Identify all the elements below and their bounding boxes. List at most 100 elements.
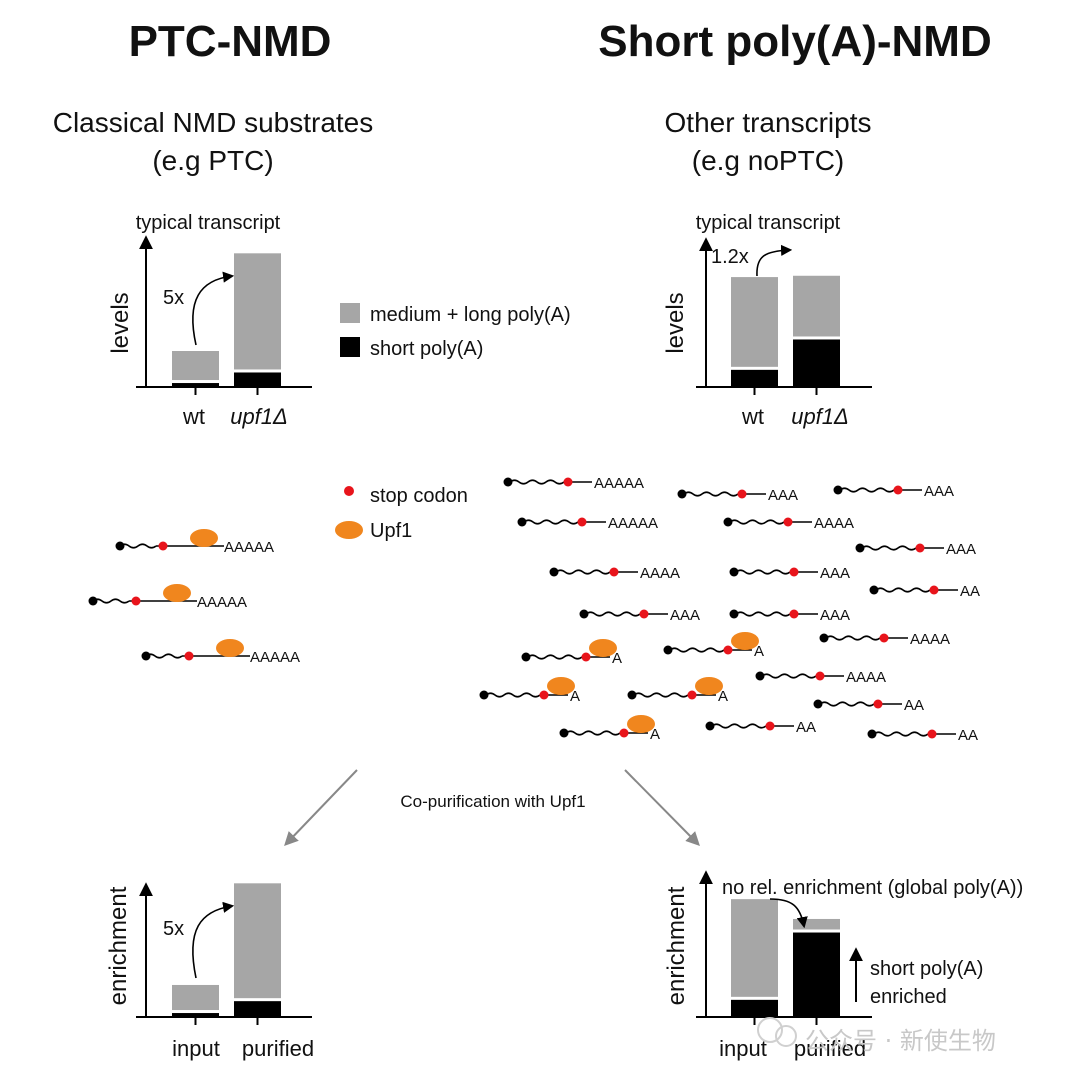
- cap-icon: [627, 690, 637, 700]
- typical-transcript-left: typical transcript: [136, 212, 281, 234]
- legend-upf1: Upf1: [370, 520, 412, 542]
- cap-icon: [115, 541, 125, 551]
- stop-codon-icon: [687, 690, 697, 700]
- cap-icon: [869, 585, 879, 595]
- cap-icon: [755, 671, 765, 681]
- poly-a-tail: AAAA: [640, 565, 680, 582]
- upf1-icon: [216, 639, 244, 657]
- copurification-label: Co-purification with Upf1: [400, 792, 585, 811]
- stop-codon-icon: [873, 699, 883, 709]
- stop-codon-icon: [609, 567, 619, 577]
- bar-short-input: [731, 999, 778, 1017]
- mrna-molecule: AA: [813, 697, 924, 714]
- chart-nopt-levels: [696, 237, 872, 395]
- stop-codon-icon: [783, 517, 793, 527]
- chart-nopt-enrichment: [696, 870, 872, 1025]
- bar-long-input: [172, 984, 219, 1011]
- cap-icon: [517, 517, 527, 527]
- bar-long-wt: [172, 351, 219, 381]
- mrna-molecule: A: [627, 677, 728, 705]
- mrna-molecule: AAAAA: [115, 529, 274, 556]
- stop-codon-icon: [581, 652, 591, 662]
- cap-icon: [521, 652, 531, 662]
- cap-icon: [579, 609, 589, 619]
- fold-right: 1.2x: [711, 246, 749, 268]
- fold-left: 5x: [163, 287, 184, 309]
- bar-short-wt: [172, 383, 219, 387]
- cap-icon: [729, 567, 739, 577]
- stop-codon-icon: [929, 585, 939, 595]
- mrna-group-left: AAAAA AAAAA AAAAA: [88, 529, 300, 666]
- bar-long-input: [731, 899, 778, 997]
- upf1-icon: [731, 632, 759, 650]
- bar-long-wt: [731, 277, 778, 367]
- mrna-molecule: A: [479, 677, 580, 705]
- bar-short-purified: [234, 1001, 281, 1017]
- legend-swatch-medium-long: [340, 303, 360, 323]
- subtitle-left-2: (e.g PTC): [152, 145, 273, 176]
- upf1-icon: [547, 677, 575, 695]
- legend-swatch-short: [340, 337, 360, 357]
- cap-icon: [559, 728, 569, 738]
- stop-codon-icon: [344, 486, 354, 496]
- bar-long-purified: [793, 918, 840, 930]
- stop-codon-icon: [619, 728, 629, 738]
- cap-icon: [663, 645, 673, 655]
- subtitle-right-1: Other transcripts: [665, 107, 872, 138]
- fold-enrich: 5x: [163, 918, 184, 940]
- ylabel-levels-left: levels: [107, 292, 134, 353]
- title-left: PTC-NMD: [129, 17, 332, 66]
- tick-purified-right: purified: [794, 1036, 866, 1061]
- upf1-icon: [163, 584, 191, 602]
- tick-upf1-left: upf1Δ: [230, 404, 288, 429]
- poly-a-tail: AAA: [820, 565, 850, 582]
- chart-ptc-enrichment: [136, 882, 312, 1025]
- cap-icon: [813, 699, 823, 709]
- cap-icon: [141, 651, 151, 661]
- stop-codon-icon: [737, 489, 747, 499]
- mrna-molecule: AAA: [677, 487, 798, 504]
- poly-a-tail: AA: [958, 727, 978, 744]
- mrna-molecule: AAAAA: [88, 584, 247, 611]
- stop-codon-icon: [789, 609, 799, 619]
- cap-icon: [705, 721, 715, 731]
- bar-long-upf1Δ: [234, 253, 281, 370]
- mrna-molecule: AAA: [579, 607, 700, 624]
- stop-codon-icon: [915, 543, 925, 553]
- stop-codon-icon: [577, 517, 587, 527]
- title-right: Short poly(A)-NMD: [598, 17, 992, 66]
- poly-a-tail: AA: [796, 719, 816, 736]
- mrna-molecule: AA: [705, 719, 816, 736]
- copurify-arrow-left: [284, 769, 358, 847]
- stop-codon-icon: [927, 729, 937, 739]
- mrna-molecule: AAAA: [819, 631, 950, 648]
- ylabel-enrichment-left: enrichment: [105, 886, 132, 1005]
- subtitle-right-2: (e.g noPTC): [692, 145, 845, 176]
- short-enriched-1: short poly(A): [870, 958, 983, 980]
- cap-icon: [723, 517, 733, 527]
- legend-medium-long: medium + long poly(A): [370, 304, 571, 326]
- bar-long-upf1Δ: [793, 275, 840, 337]
- mrna-molecule: AAA: [855, 541, 976, 558]
- poly-a-tail: AAA: [924, 483, 954, 500]
- upf1-icon: [589, 639, 617, 657]
- stop-codon-icon: [639, 609, 649, 619]
- poly-a-tail: AAA: [820, 607, 850, 624]
- cap-icon: [867, 729, 877, 739]
- tick-input-right: input: [719, 1036, 767, 1061]
- mrna-molecule: AAAAA: [141, 639, 300, 666]
- tick-wt-left: wt: [182, 404, 205, 429]
- mrna-molecule: AAAAA: [517, 515, 658, 532]
- cap-icon: [503, 477, 513, 487]
- stop-codon-icon: [158, 541, 168, 551]
- watermark-text: 公众号 · 新使生物: [805, 1027, 996, 1055]
- bar-short-wt: [731, 369, 778, 387]
- ylabel-levels-right: levels: [662, 292, 689, 353]
- watermark: 公众号 · 新使生物: [757, 1017, 996, 1055]
- poly-a-tail: AAAA: [846, 669, 886, 686]
- cap-icon: [833, 485, 843, 495]
- poly-a-tail: AAA: [670, 607, 700, 624]
